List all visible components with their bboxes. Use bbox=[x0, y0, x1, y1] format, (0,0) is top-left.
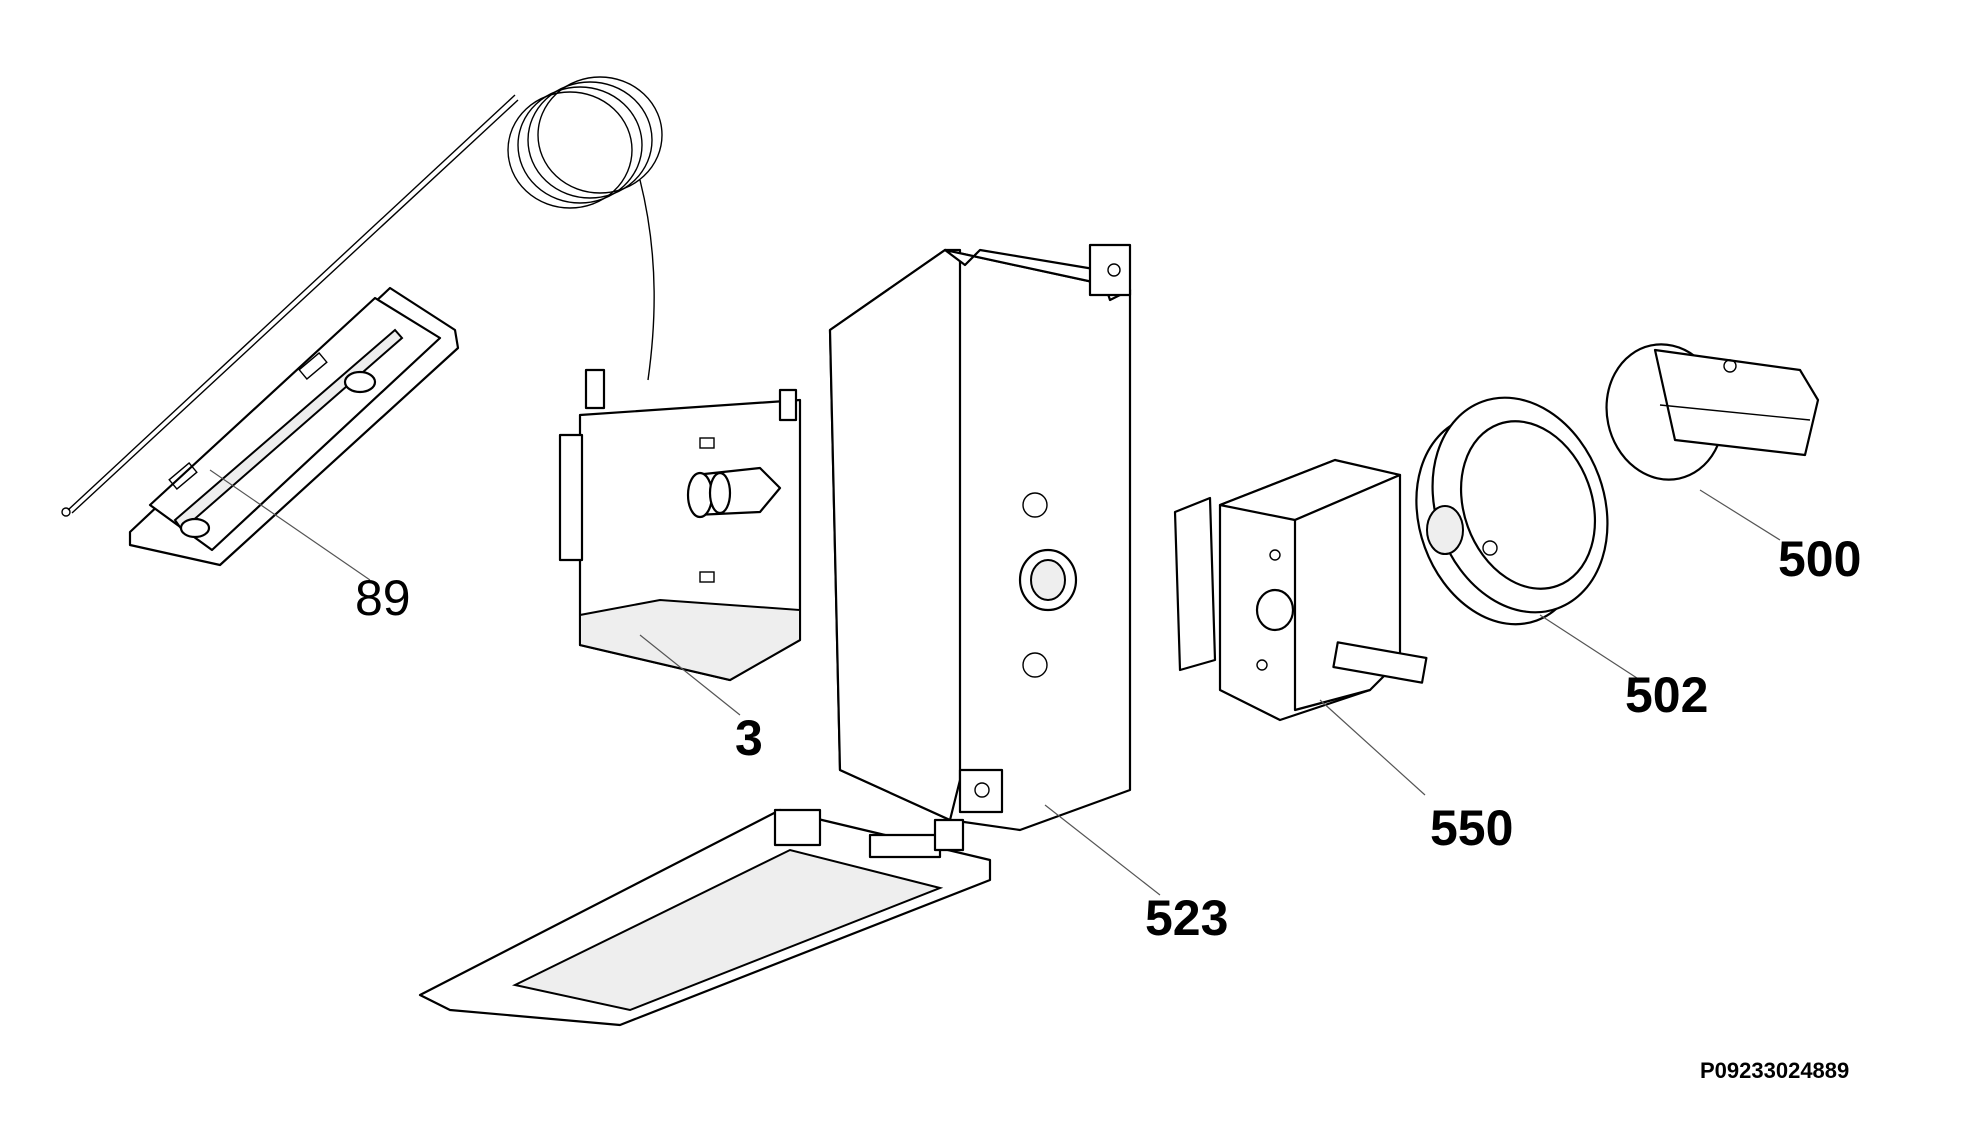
label-3: 3 bbox=[735, 710, 763, 766]
part-523-housing-box bbox=[418, 243, 1132, 1027]
label-523: 523 bbox=[1145, 890, 1228, 946]
part-89-bulb-bracket bbox=[61, 94, 519, 567]
part-500-knob bbox=[1605, 343, 1820, 481]
part-502-bezel-ring bbox=[1415, 396, 1609, 626]
label-500: 500 bbox=[1778, 531, 1861, 587]
label-550: 550 bbox=[1430, 800, 1513, 856]
part-550-switch-mechanism bbox=[1173, 458, 1428, 722]
part-3-thermostat bbox=[507, 76, 802, 682]
label-89: 89 bbox=[355, 570, 411, 626]
leader-lines bbox=[209, 469, 1781, 896]
label-502: 502 bbox=[1625, 667, 1708, 723]
drawing-code: P09233024889 bbox=[1700, 1058, 1849, 1083]
